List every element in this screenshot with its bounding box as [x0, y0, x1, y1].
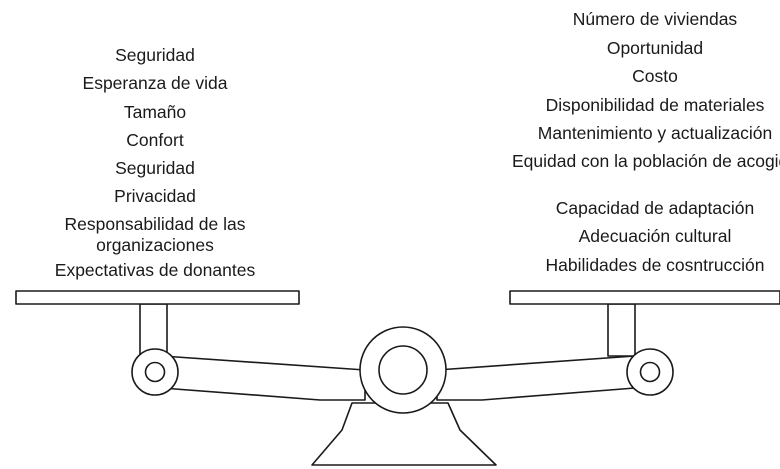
- right-factor-9: Habilidades de cosntrucción: [545, 254, 765, 275]
- right-pivot-inner: [639, 361, 661, 383]
- left-pan: [15, 290, 300, 305]
- right-factor-5: Mantenimiento y actualización: [537, 123, 773, 143]
- right-factor-8: Adecuación cultural: [578, 226, 732, 246]
- left-factor-6: Privacidad: [114, 186, 196, 207]
- right-pan: [509, 290, 780, 305]
- center-hub-inner: [378, 345, 428, 395]
- left-factor-5: Seguridad: [115, 158, 195, 179]
- left-factor-8: Expectativas de donantes: [54, 259, 256, 280]
- right-pan-factors: Número de viviendas Oportunidad Costo Di…: [510, 8, 780, 282]
- left-factor-1: Seguridad: [115, 45, 195, 65]
- right-factor-6: Equidad con la población de acogida: [511, 150, 780, 171]
- scale-base: [311, 402, 497, 466]
- left-hanger-post: [139, 303, 168, 357]
- right-factor-1: Número de viviendas: [572, 9, 738, 29]
- left-pan-factors: Seguridad Esperanza de vida Tamaño Confo…: [20, 44, 290, 287]
- left-factor-7: Responsabilidad de las organizaciones: [64, 213, 246, 255]
- right-factor-4: Disponibilidad de materiales: [545, 94, 765, 115]
- left-factor-2: Esperanza de vida: [82, 73, 228, 94]
- left-factor-4: Confort: [126, 129, 184, 150]
- right-factor-7: Capacidad de adaptación: [555, 197, 755, 218]
- left-factor-3: Tamaño: [123, 101, 187, 122]
- right-factor-2: Oportunidad: [606, 37, 704, 58]
- left-pivot-inner: [144, 361, 166, 383]
- right-hanger-post: [607, 303, 636, 357]
- scale-beam: [161, 355, 366, 401]
- scale-beam-right: [436, 355, 636, 401]
- right-factor-3: Costo: [632, 66, 678, 86]
